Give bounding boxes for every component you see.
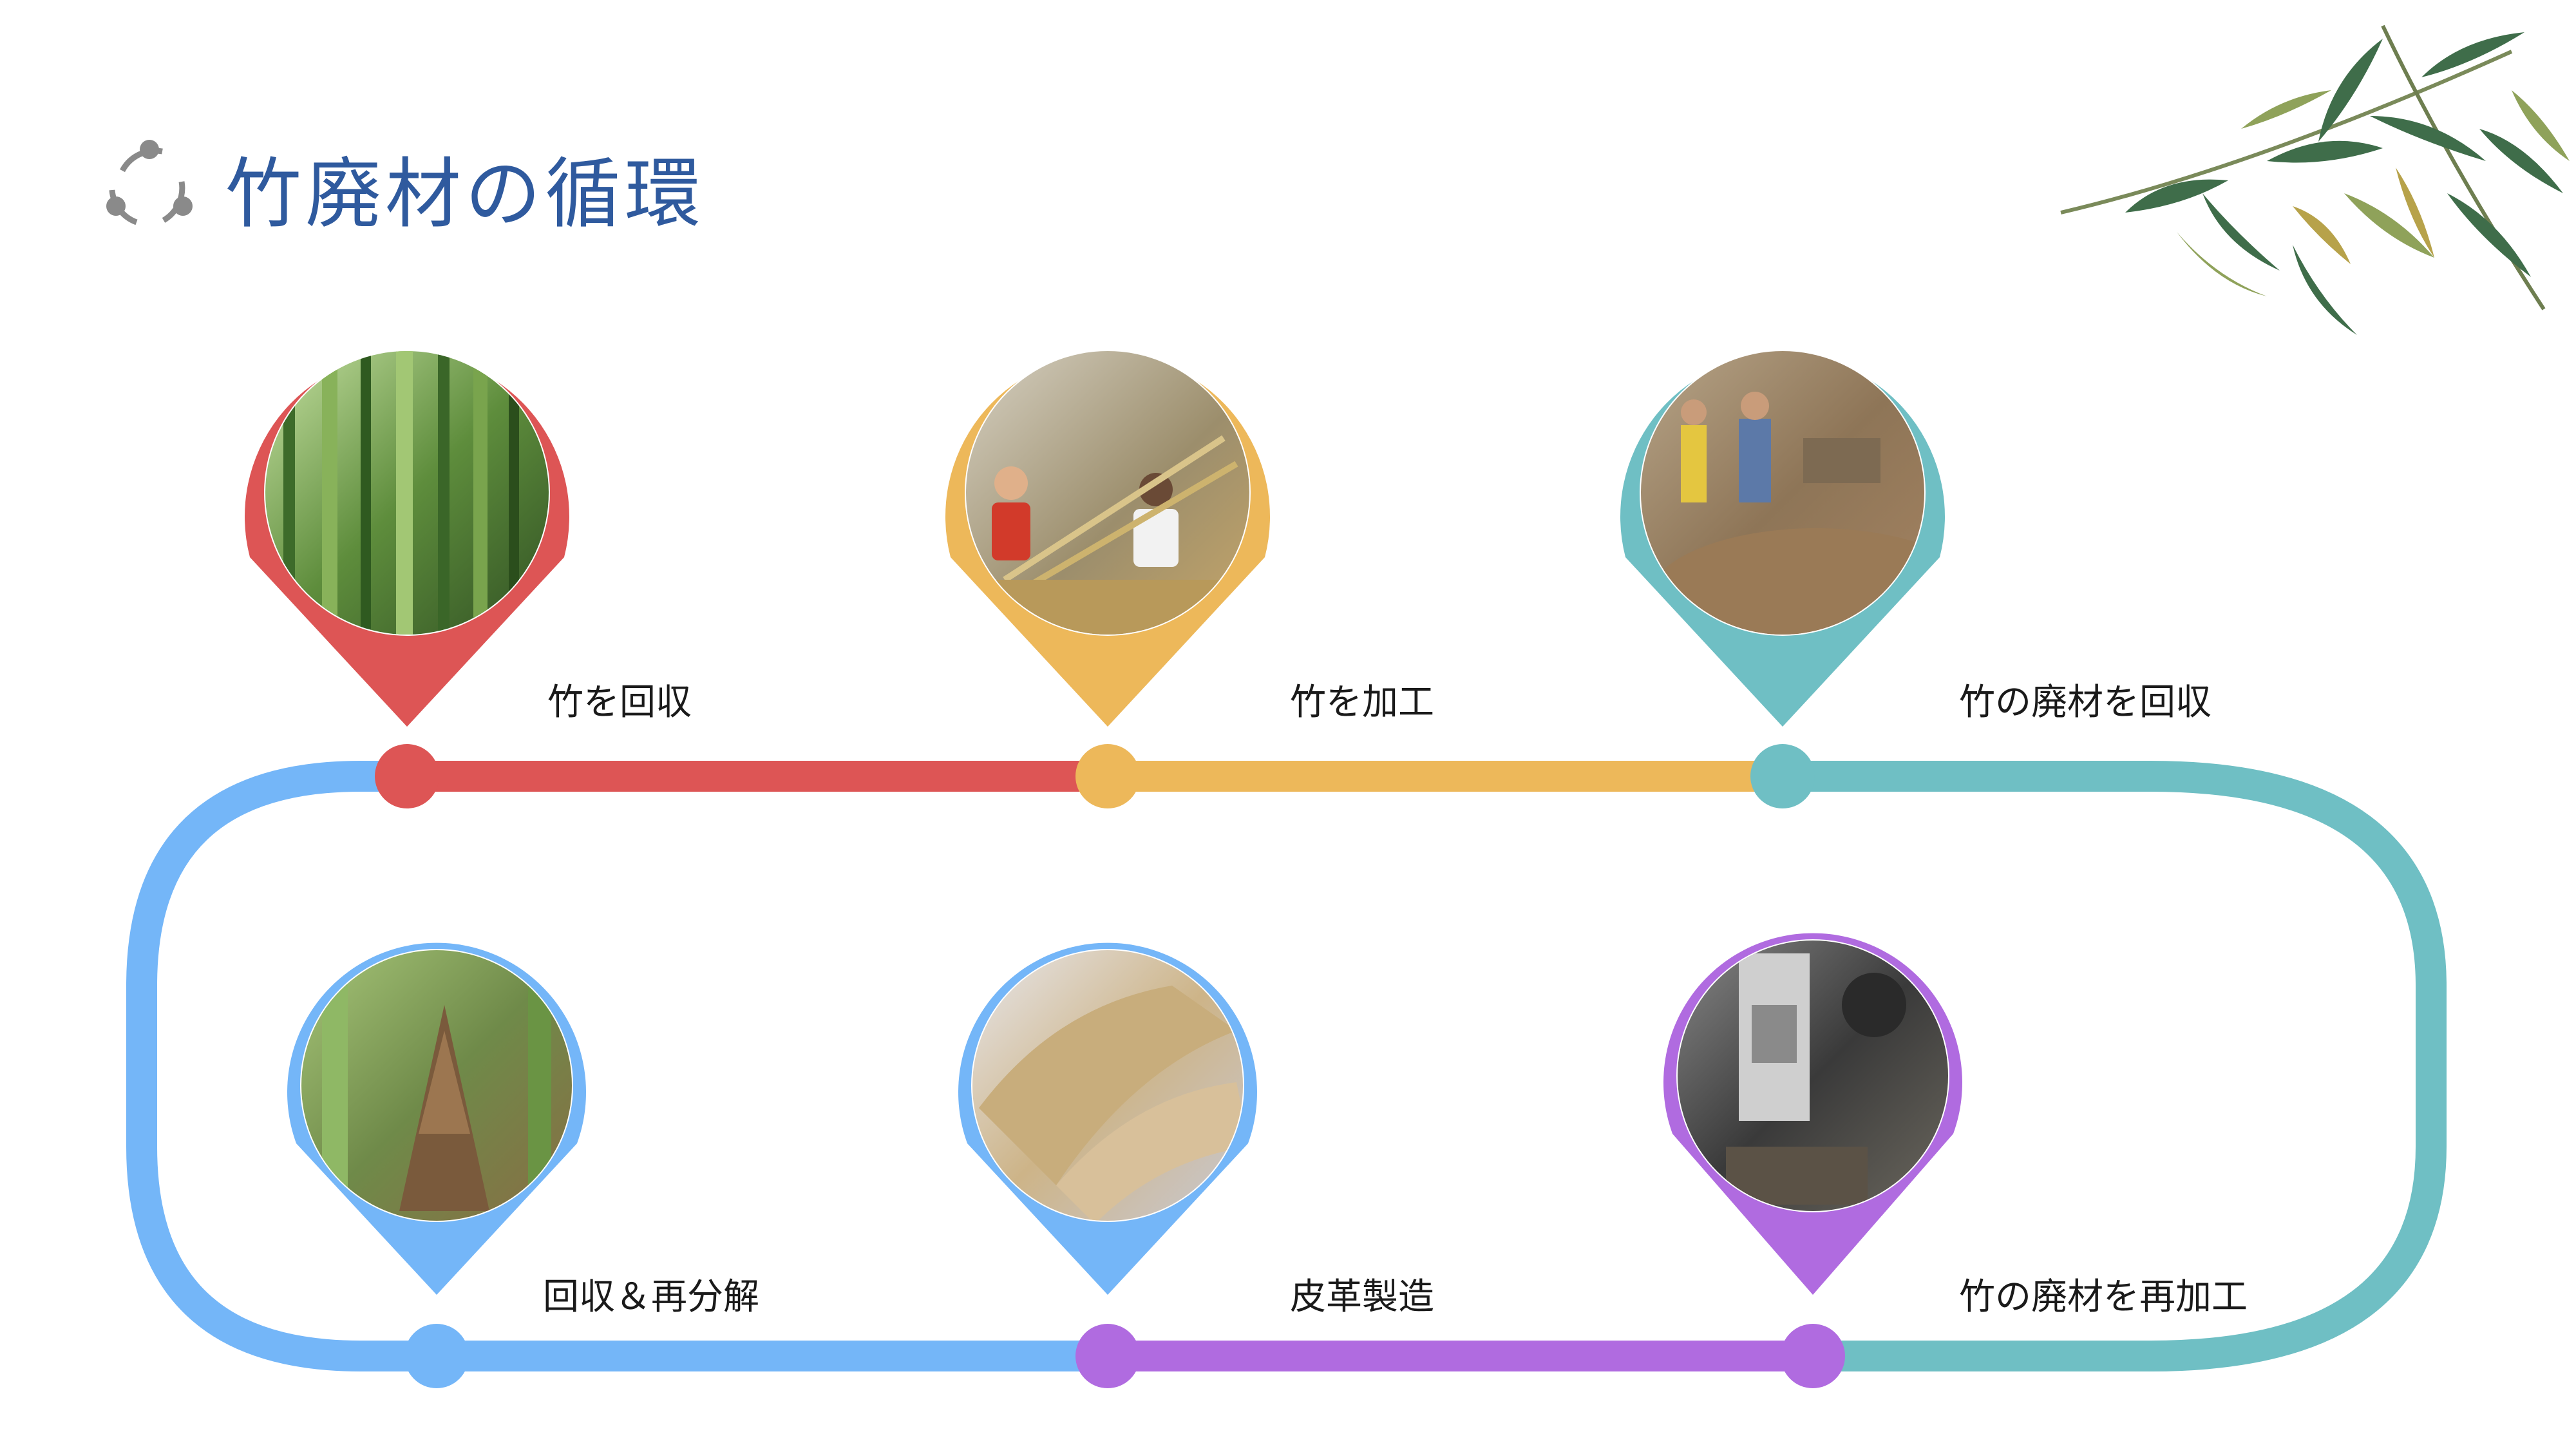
pin-step-1 [245,350,569,727]
cycle-icon [106,140,193,225]
bamboo-leaves-decoration [2060,24,2570,335]
track-right-loop [1767,761,2447,1371]
photo-reprocessing-machine [1678,941,1948,1211]
photo-bamboo-forest [265,351,549,635]
node-3 [1750,744,1815,808]
node-4 [1781,1324,1845,1388]
track-left-loop [126,761,452,1371]
node-6 [404,1324,469,1388]
pin-step-6 [287,942,586,1295]
node-5 [1075,1324,1140,1388]
photo-bamboo-shoot [301,950,572,1221]
step-label-2: 竹を加工 [1290,682,1434,723]
photo-leather-fabric [972,950,1243,1221]
pin-step-3 [1620,350,1945,727]
photo-waste-collection [1641,351,1924,635]
node-2 [1075,744,1140,808]
step-label-1: 竹を回収 [547,682,692,723]
page-title: 竹廃材の循環 [225,149,705,238]
node-1 [375,744,439,808]
step-label-5: 皮革製造 [1290,1276,1434,1318]
pin-step-4 [1663,933,1963,1295]
cycle-track [126,744,2447,1388]
pin-step-2 [945,350,1270,727]
step-label-4: 竹の廃材を再加工 [1959,1276,2248,1318]
step-label-3: 竹の廃材を回収 [1959,682,2211,723]
pin-step-5 [958,942,1258,1295]
step-label-6: 回収＆再分解 [543,1276,759,1318]
